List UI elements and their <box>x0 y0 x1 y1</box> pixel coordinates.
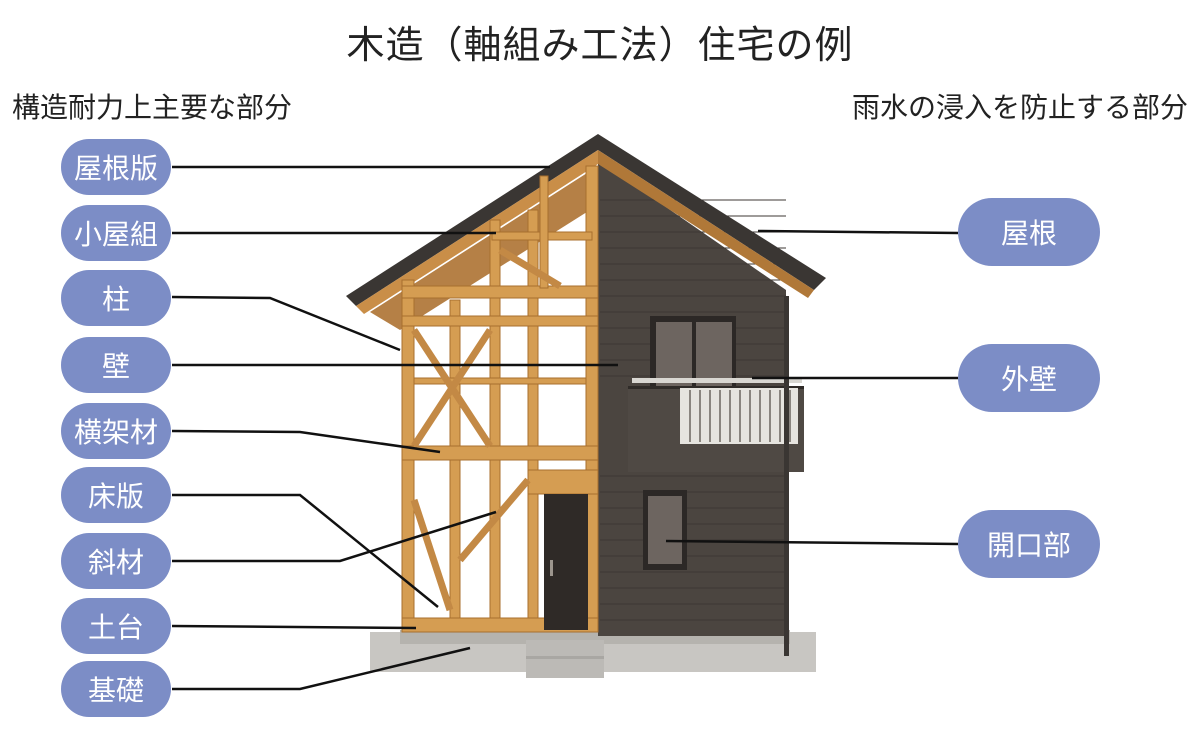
label-floor-board: 床版 <box>61 467 171 523</box>
roof <box>598 134 826 290</box>
label-horizontal-member: 横架材 <box>61 403 171 459</box>
structural-parts-heading: 構造耐力上主要な部分 <box>12 91 293 124</box>
downpipe <box>784 296 789 656</box>
diagonal-braces <box>410 246 562 612</box>
roof-fascia <box>598 150 814 298</box>
leader-lines <box>171 165 959 691</box>
label-opening: 開口部 <box>958 510 1100 578</box>
diagram-title: 木造（軸組み工法）住宅の例 <box>346 23 854 67</box>
label-foundation: 基礎 <box>61 661 171 717</box>
label-diagonal-member: 斜材 <box>61 533 171 589</box>
label-roof-truss: 小屋組 <box>61 205 171 261</box>
label-wall: 壁 <box>61 337 171 393</box>
label-column: 柱 <box>61 270 171 326</box>
waterproof-parts-heading: 雨水の浸入を防止する部分 <box>851 91 1188 124</box>
label-roof: 屋根 <box>958 198 1100 266</box>
label-exterior-wall: 外壁 <box>958 344 1100 412</box>
label-roof-board: 屋根版 <box>61 139 171 195</box>
label-sill: 土台 <box>61 598 171 654</box>
